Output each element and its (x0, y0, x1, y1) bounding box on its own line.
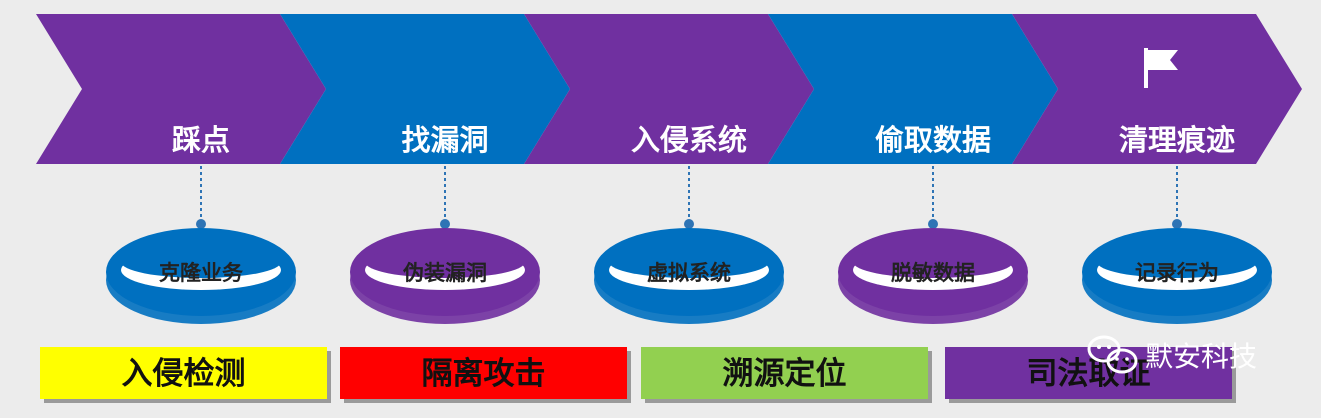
defense-bar-1: 入侵检测 (40, 347, 331, 403)
watermark-text: 默安科技 (1145, 340, 1257, 373)
defense-bar-label-2: 隔离攻击 (422, 356, 546, 392)
flag-icon (1144, 48, 1178, 88)
counter-rings: 克隆业务 伪装漏洞 虚拟系统 脱敏数据 记录行为 (106, 228, 1272, 324)
chevron-label-5: 清理痕迹 (1119, 123, 1235, 157)
watermark: 默安科技 (1087, 335, 1257, 374)
ring-label-3: 虚拟系统 (647, 261, 731, 285)
ring-4: 脱敏数据 (838, 228, 1028, 324)
connector-dot-1 (196, 219, 206, 229)
chevron-5 (1012, 14, 1302, 164)
defense-bar-label-3: 溯源定位 (723, 356, 847, 392)
ring-2: 伪装漏洞 (350, 228, 540, 324)
chevron-1 (36, 14, 326, 164)
ring-3: 虚拟系统 (594, 228, 784, 324)
chevron-label-3: 入侵系统 (631, 123, 747, 157)
ring-5: 记录行为 (1082, 228, 1272, 324)
ring-label-4: 脱敏数据 (891, 261, 975, 285)
connector-dot-2 (440, 219, 450, 229)
chevron-label-4: 偷取数据 (875, 123, 991, 157)
connector-dot-4 (928, 219, 938, 229)
defense-bar-label-1: 入侵检测 (122, 356, 246, 392)
ring-label-5: 记录行为 (1135, 261, 1219, 285)
connector-dot-5 (1172, 219, 1182, 229)
chevron-4 (768, 14, 1058, 164)
defense-bar-2: 隔离攻击 (340, 347, 631, 403)
ring-label-1: 克隆业务 (159, 261, 244, 285)
wechat-icon (1087, 335, 1138, 374)
defense-bar-3: 溯源定位 (641, 347, 932, 403)
ring-1: 克隆业务 (106, 228, 296, 324)
connector-dot-3 (684, 219, 694, 229)
ring-label-2: 伪装漏洞 (402, 261, 487, 285)
connectors (196, 166, 1182, 229)
chevron-label-1: 踩点 (172, 123, 230, 157)
chevron-2 (280, 14, 570, 164)
chevron-3 (524, 14, 814, 164)
chevron-label-2: 找漏洞 (401, 123, 488, 157)
defense-bars: 入侵检测 隔离攻击 溯源定位 司法取证 (40, 347, 1236, 403)
defense-bar-4: 司法取证 (945, 347, 1236, 403)
attack-chevrons: 踩点 找漏洞 入侵系统 偷取数据 清理痕迹 (36, 14, 1302, 164)
defense-bar-label-4: 司法取证 (1027, 356, 1151, 392)
